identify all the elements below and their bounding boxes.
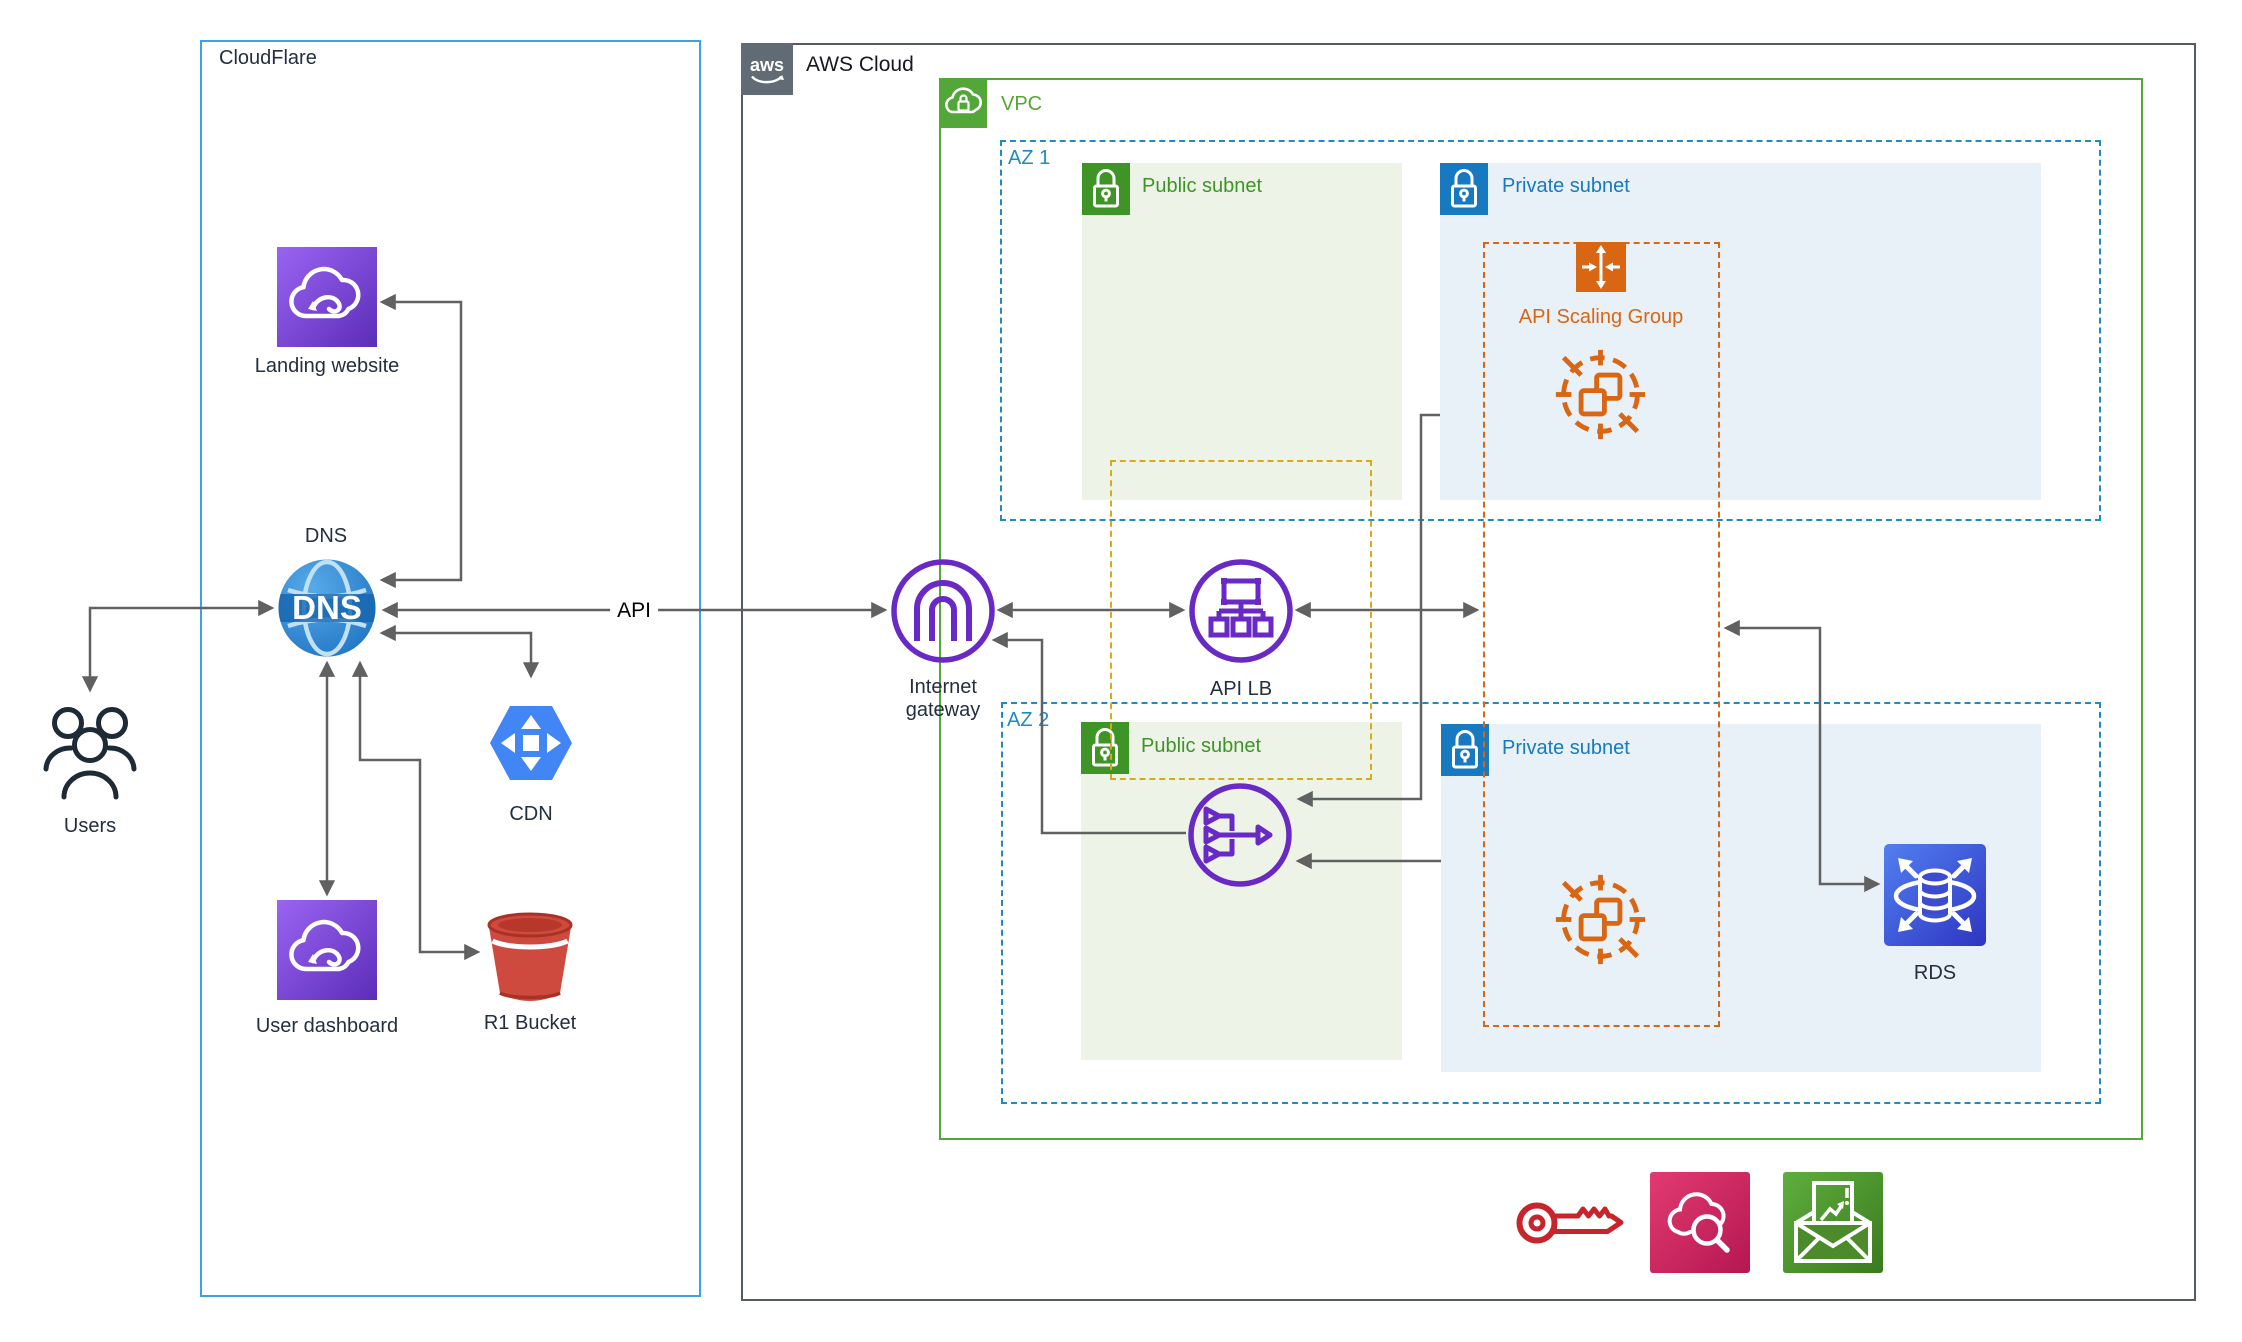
cloudflare-container[interactable]	[200, 40, 701, 1297]
api-lb-label: API LB	[1209, 678, 1273, 700]
vpc-container[interactable]	[939, 78, 2143, 1140]
az1-private-subnet-label: Private subnet	[1502, 175, 1630, 197]
dns-globe-text: DNS	[292, 589, 362, 626]
api-scaling-group-label: API Scaling Group	[1518, 306, 1684, 328]
dns-globe-icon[interactable]: DNS	[276, 557, 378, 659]
az2-container[interactable]	[1001, 702, 2101, 1104]
az1-private-subnet-lock-icon	[1440, 163, 1488, 215]
rds-icon[interactable]	[1884, 844, 1986, 946]
landing-website-icon[interactable]	[277, 247, 377, 347]
api-load-balancer-icon[interactable]	[1187, 557, 1295, 665]
az1-label: AZ 1	[1008, 147, 1051, 169]
rds-label: RDS	[1913, 962, 1957, 984]
az1-public-subnet-label: Public subnet	[1142, 175, 1263, 197]
aws-cloud-title: AWS Cloud	[806, 53, 914, 76]
dns-label: DNS	[304, 525, 348, 547]
vpc-badge-icon	[939, 78, 987, 128]
az1-public-subnet-lock-icon	[1082, 163, 1130, 215]
cloudflare-title: CloudFlare	[219, 47, 317, 69]
api-edge-label: API	[610, 599, 658, 623]
aws-logo-badge: aws	[741, 43, 793, 95]
email-report-icon[interactable]	[1783, 1172, 1883, 1273]
az2-load-balancer-icon[interactable]	[1186, 781, 1294, 889]
az1-public-subnet[interactable]	[1082, 163, 1402, 500]
access-key-icon[interactable]	[1514, 1190, 1626, 1252]
aws-logo-text: aws	[750, 55, 784, 75]
az2-scaling-instances-icon[interactable]	[1552, 871, 1649, 968]
cdn-icon[interactable]	[487, 703, 575, 783]
auto-scaling-badge-icon	[1576, 242, 1626, 292]
users-icon[interactable]	[38, 693, 142, 805]
az2-private-subnet-lock-icon	[1441, 724, 1489, 776]
vpc-title: VPC	[1001, 93, 1043, 115]
internet-gateway-icon[interactable]	[889, 557, 997, 665]
az1-container[interactable]	[1000, 140, 2101, 521]
user-dashboard-label: User dashboard	[255, 1015, 399, 1037]
cloud-monitoring-icon[interactable]	[1650, 1172, 1750, 1273]
r1-bucket-label: R1 Bucket	[483, 1012, 577, 1034]
r1-bucket-icon[interactable]	[484, 903, 576, 1003]
az2-label: AZ 2	[1007, 709, 1050, 731]
az1-private-subnet[interactable]	[1440, 163, 2041, 500]
cdn-label: CDN	[509, 803, 553, 825]
az2-private-subnet-label: Private subnet	[1502, 737, 1630, 759]
users-label: Users	[63, 815, 117, 837]
user-dashboard-icon[interactable]	[277, 900, 377, 1000]
internet-gateway-label: Internet gateway	[905, 676, 981, 721]
landing-website-label: Landing website	[254, 355, 400, 377]
az1-scaling-instances-icon[interactable]	[1552, 346, 1649, 443]
